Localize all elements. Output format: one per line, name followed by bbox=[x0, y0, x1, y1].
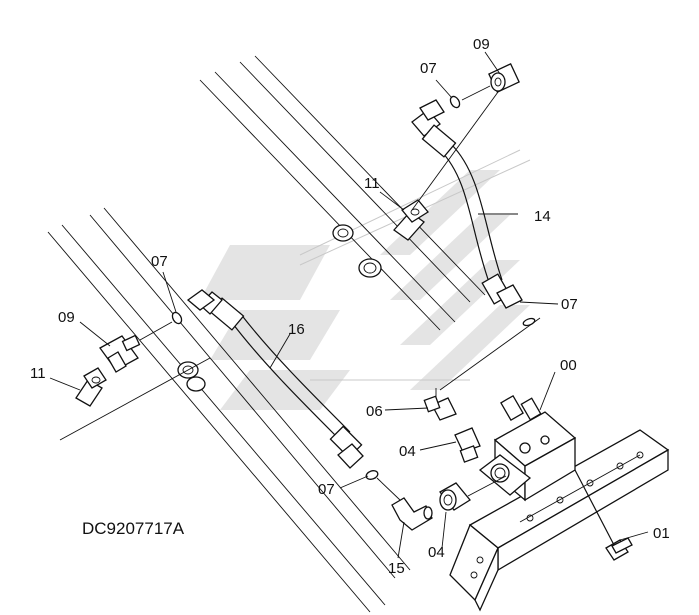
document-number: DC9207717A bbox=[82, 519, 185, 538]
callout-06: 06 bbox=[366, 403, 383, 420]
callout-11-left: 11 bbox=[30, 365, 46, 382]
callout-labels: 09 07 11 14 07 09 16 07 00 11 06 04 07 0… bbox=[30, 36, 670, 577]
leader-lines bbox=[49, 51, 649, 559]
callout-07-left: 07 bbox=[151, 253, 168, 270]
callout-14: 14 bbox=[534, 208, 551, 225]
callout-16: 16 bbox=[288, 321, 305, 338]
fitting-06 bbox=[423, 395, 457, 421]
mounting-bracket bbox=[449, 429, 670, 612]
callout-01: 01 bbox=[653, 525, 670, 542]
callout-09-left: 09 bbox=[58, 309, 75, 326]
hose-14 bbox=[411, 99, 523, 309]
frame-member-lower bbox=[47, 207, 411, 613]
assembly-lines bbox=[59, 85, 541, 501]
adapter-fitting-11-upper bbox=[393, 199, 429, 241]
callout-07-upper: 07 bbox=[420, 60, 437, 77]
callout-04-b: 04 bbox=[428, 544, 445, 561]
elbow-fitting-15 bbox=[391, 497, 433, 531]
adapter-fitting-11-left bbox=[75, 367, 107, 407]
fitting-04-a bbox=[454, 427, 481, 463]
bolt bbox=[574, 469, 633, 561]
callout-04-a: 04 bbox=[399, 443, 416, 460]
elbow-fitting-09-upper bbox=[488, 63, 520, 93]
callout-11-upper: 11 bbox=[364, 175, 380, 192]
frame-member-upper bbox=[199, 55, 486, 331]
valve-assembly bbox=[478, 394, 577, 502]
watermark-logo bbox=[200, 149, 531, 410]
callout-07-right: 07 bbox=[561, 296, 578, 313]
callout-09-upper: 09 bbox=[473, 36, 490, 53]
callout-00: 00 bbox=[560, 357, 577, 374]
o-ring-07-b bbox=[171, 311, 183, 325]
callout-07-lower: 07 bbox=[318, 481, 335, 498]
hose-16 bbox=[186, 289, 364, 469]
fitting-04-b bbox=[439, 482, 471, 511]
o-ring-07-a bbox=[449, 95, 461, 109]
elbow-fitting-09-left bbox=[99, 334, 141, 373]
callout-15: 15 bbox=[388, 560, 405, 577]
o-ring-07-d bbox=[365, 470, 379, 480]
